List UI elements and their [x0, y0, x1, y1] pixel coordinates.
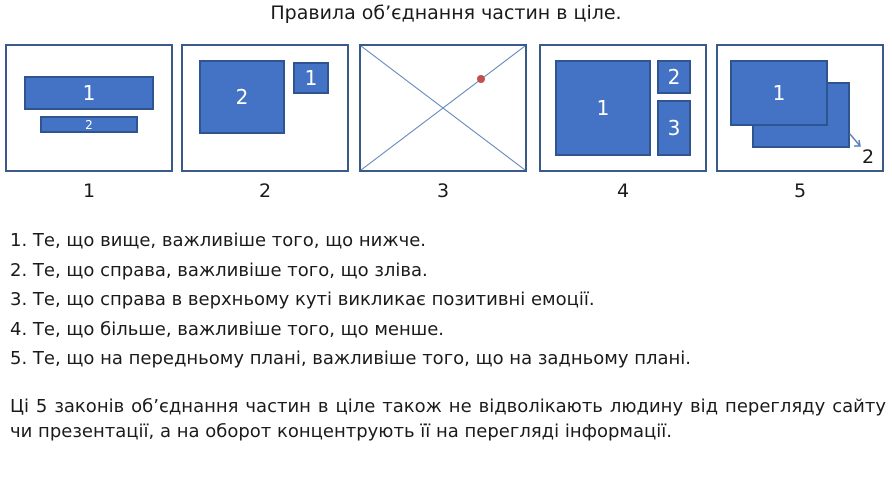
block-1: 1 — [730, 60, 828, 126]
caption-2: 2 — [258, 180, 272, 202]
rule-item: 3. Те, що справа в верхньому куті виклик… — [10, 289, 595, 310]
caption-3: 3 — [436, 180, 450, 202]
block-2: 2 — [199, 60, 285, 134]
rules-list: 1. Те, що вище, важливіше того, що нижче… — [10, 226, 691, 374]
block-1: 1 — [293, 62, 329, 94]
block-2: 2 — [40, 116, 138, 133]
panel-4: 1 2 3 — [539, 44, 707, 172]
block-2-label: 2 — [862, 146, 875, 168]
rule-item: 5. Те, що на передньому плані, важливіше… — [10, 348, 692, 369]
panel-3 — [359, 44, 527, 172]
summary-paragraph: Ці 5 законів об’єднання частин в ціле та… — [10, 396, 886, 442]
block-3: 3 — [657, 100, 691, 156]
rule-item: 2. Те, що справа, важливіше того, що злі… — [10, 259, 428, 281]
rule-item: 4. Те, що більше, важливіше того, що мен… — [10, 318, 445, 340]
diagonal-lines — [361, 46, 525, 170]
caption-5: 5 — [793, 180, 807, 202]
page-title: Правила об’єднання частин в ціле. — [270, 2, 622, 24]
panel-2: 2 1 — [181, 44, 349, 172]
block-1: 1 — [555, 60, 651, 156]
caption-1: 1 — [82, 180, 96, 202]
focus-dot — [477, 75, 485, 83]
rule-item: 1. Те, що вище, важливіше того, що нижче… — [10, 230, 427, 251]
caption-4: 4 — [616, 180, 630, 202]
block-1: 1 — [24, 76, 154, 110]
arrow-icon — [849, 133, 861, 147]
panel-1: 1 2 — [5, 44, 173, 172]
block-2: 2 — [657, 60, 691, 94]
panel-5: 1 2 — [716, 44, 884, 172]
